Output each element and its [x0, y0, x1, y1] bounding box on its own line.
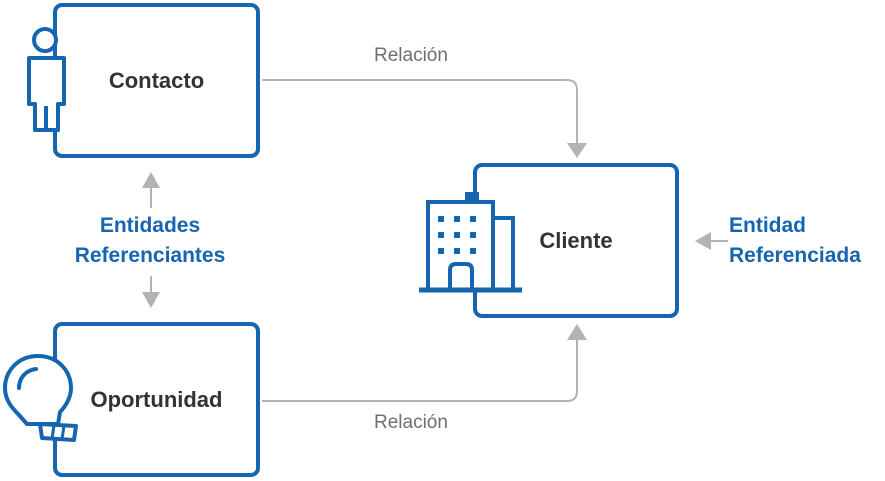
role-label-referencing-line1: Entidades — [99, 214, 201, 237]
node-contacto: Contacto — [53, 3, 260, 158]
role-label-referencing: Entidades Referenciantes — [30, 211, 270, 271]
connector-contacto-cliente — [262, 79, 578, 143]
role-label-referenced-line1: Entidad — [729, 214, 806, 237]
node-cliente: Cliente — [473, 163, 679, 318]
role-label-referencing-line2: Referenciantes — [74, 244, 226, 267]
arrowhead-referenciantes-up — [142, 172, 160, 188]
role-label-referenced-line2: Referenciada — [729, 244, 861, 267]
node-cliente-label: Cliente — [539, 227, 613, 253]
building-icon — [419, 192, 522, 293]
node-oportunidad: Oportunidad — [53, 322, 260, 477]
arrowhead-contacto-cliente — [567, 143, 587, 158]
edge-label-bottom-relation: Relación — [374, 412, 448, 433]
role-label-referenced: Entidad Referenciada — [729, 211, 861, 271]
connector-oportunidad-cliente — [262, 340, 578, 402]
person-icon — [27, 27, 66, 132]
lightbulb-icon — [3, 354, 78, 442]
arrowhead-oportunidad-cliente — [567, 324, 587, 340]
node-contacto-label: Contacto — [108, 67, 205, 93]
node-oportunidad-label: Oportunidad — [90, 386, 223, 412]
edge-label-top-relation: Relación — [374, 45, 448, 66]
arrowhead-referenciantes-down — [142, 292, 160, 308]
arrowhead-referenciada — [695, 232, 711, 250]
